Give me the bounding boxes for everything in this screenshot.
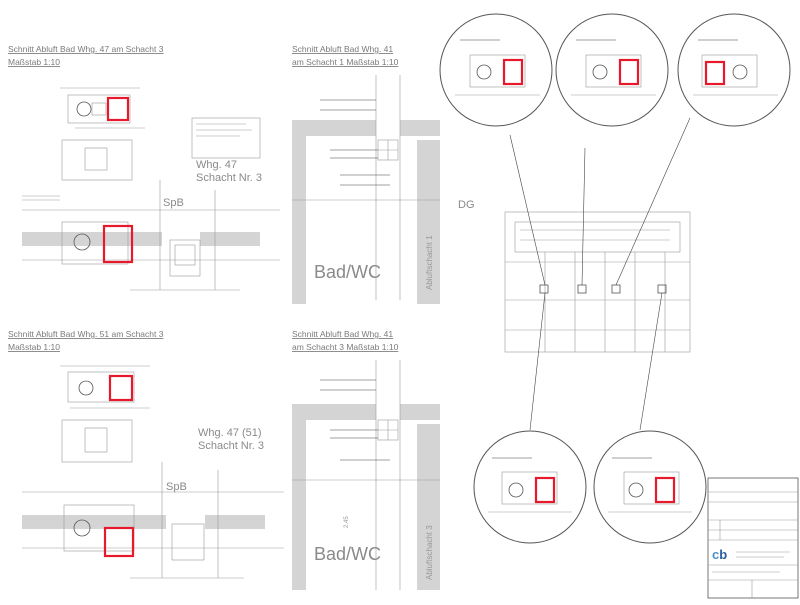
section-title-4: Schnitt Abluft Bad Whg. 41 <box>292 329 393 339</box>
detail-circle <box>555 13 669 127</box>
apartment-label: Whg. 47 <box>196 159 237 171</box>
floor-label: DG <box>458 199 475 211</box>
highlight-box <box>106 96 130 122</box>
section-scale-4: am Schacht 3 Maßstab 1:10 <box>292 342 399 352</box>
section-title-1: Schnitt Abluft Bad Whg. 47 am Schacht 3 <box>8 44 164 54</box>
highlight-box <box>103 526 135 558</box>
apartment-label: Whg. 47 (51) <box>198 427 262 439</box>
shaft-label: Schacht Nr. 3 <box>198 440 264 452</box>
section-scale-3: Maßstab 1:10 <box>8 342 60 352</box>
section-top-left: Schnitt Abluft Bad Whg. 47 am Schacht 3 … <box>8 44 280 291</box>
shaft-name: Abluftschacht 3 <box>425 525 434 580</box>
section-bottom-middle: Schnitt Abluft Bad Whg. 41 am Schacht 3 … <box>292 329 440 590</box>
spb-label: SpB <box>163 197 184 209</box>
section-scale-1: Maßstab 1:10 <box>8 57 60 67</box>
section-scale-2: am Schacht 1 Maßstab 1:10 <box>292 57 399 67</box>
shaft-name: Abluftschacht 1 <box>425 235 434 290</box>
section-title-2: Schnitt Abluft Bad Whg. 41 <box>292 44 393 54</box>
room-label: Bad/WC <box>314 544 381 564</box>
shaft-label: Schacht Nr. 3 <box>196 172 262 184</box>
detail-circle <box>439 13 553 127</box>
floor-plan-overview <box>504 117 691 431</box>
detail-circle <box>677 13 791 127</box>
dimension-label: 2.45 <box>344 516 350 528</box>
section-top-middle: Schnitt Abluft Bad Whg. 41 am Schacht 1 … <box>292 44 475 304</box>
room-label: Bad/WC <box>314 262 381 282</box>
title-block: cb <box>707 477 799 599</box>
spb-label: SpB <box>166 481 187 493</box>
section-title-3: Schnitt Abluft Bad Whg. 51 am Schacht 3 <box>8 329 164 339</box>
highlight-box <box>108 374 134 402</box>
detail-circle <box>593 430 707 544</box>
section-bottom-left: Schnitt Abluft Bad Whg. 51 am Schacht 3 … <box>8 329 284 579</box>
company-logo: cb <box>712 547 727 562</box>
detail-circle <box>473 430 587 544</box>
highlight-box <box>102 224 134 264</box>
